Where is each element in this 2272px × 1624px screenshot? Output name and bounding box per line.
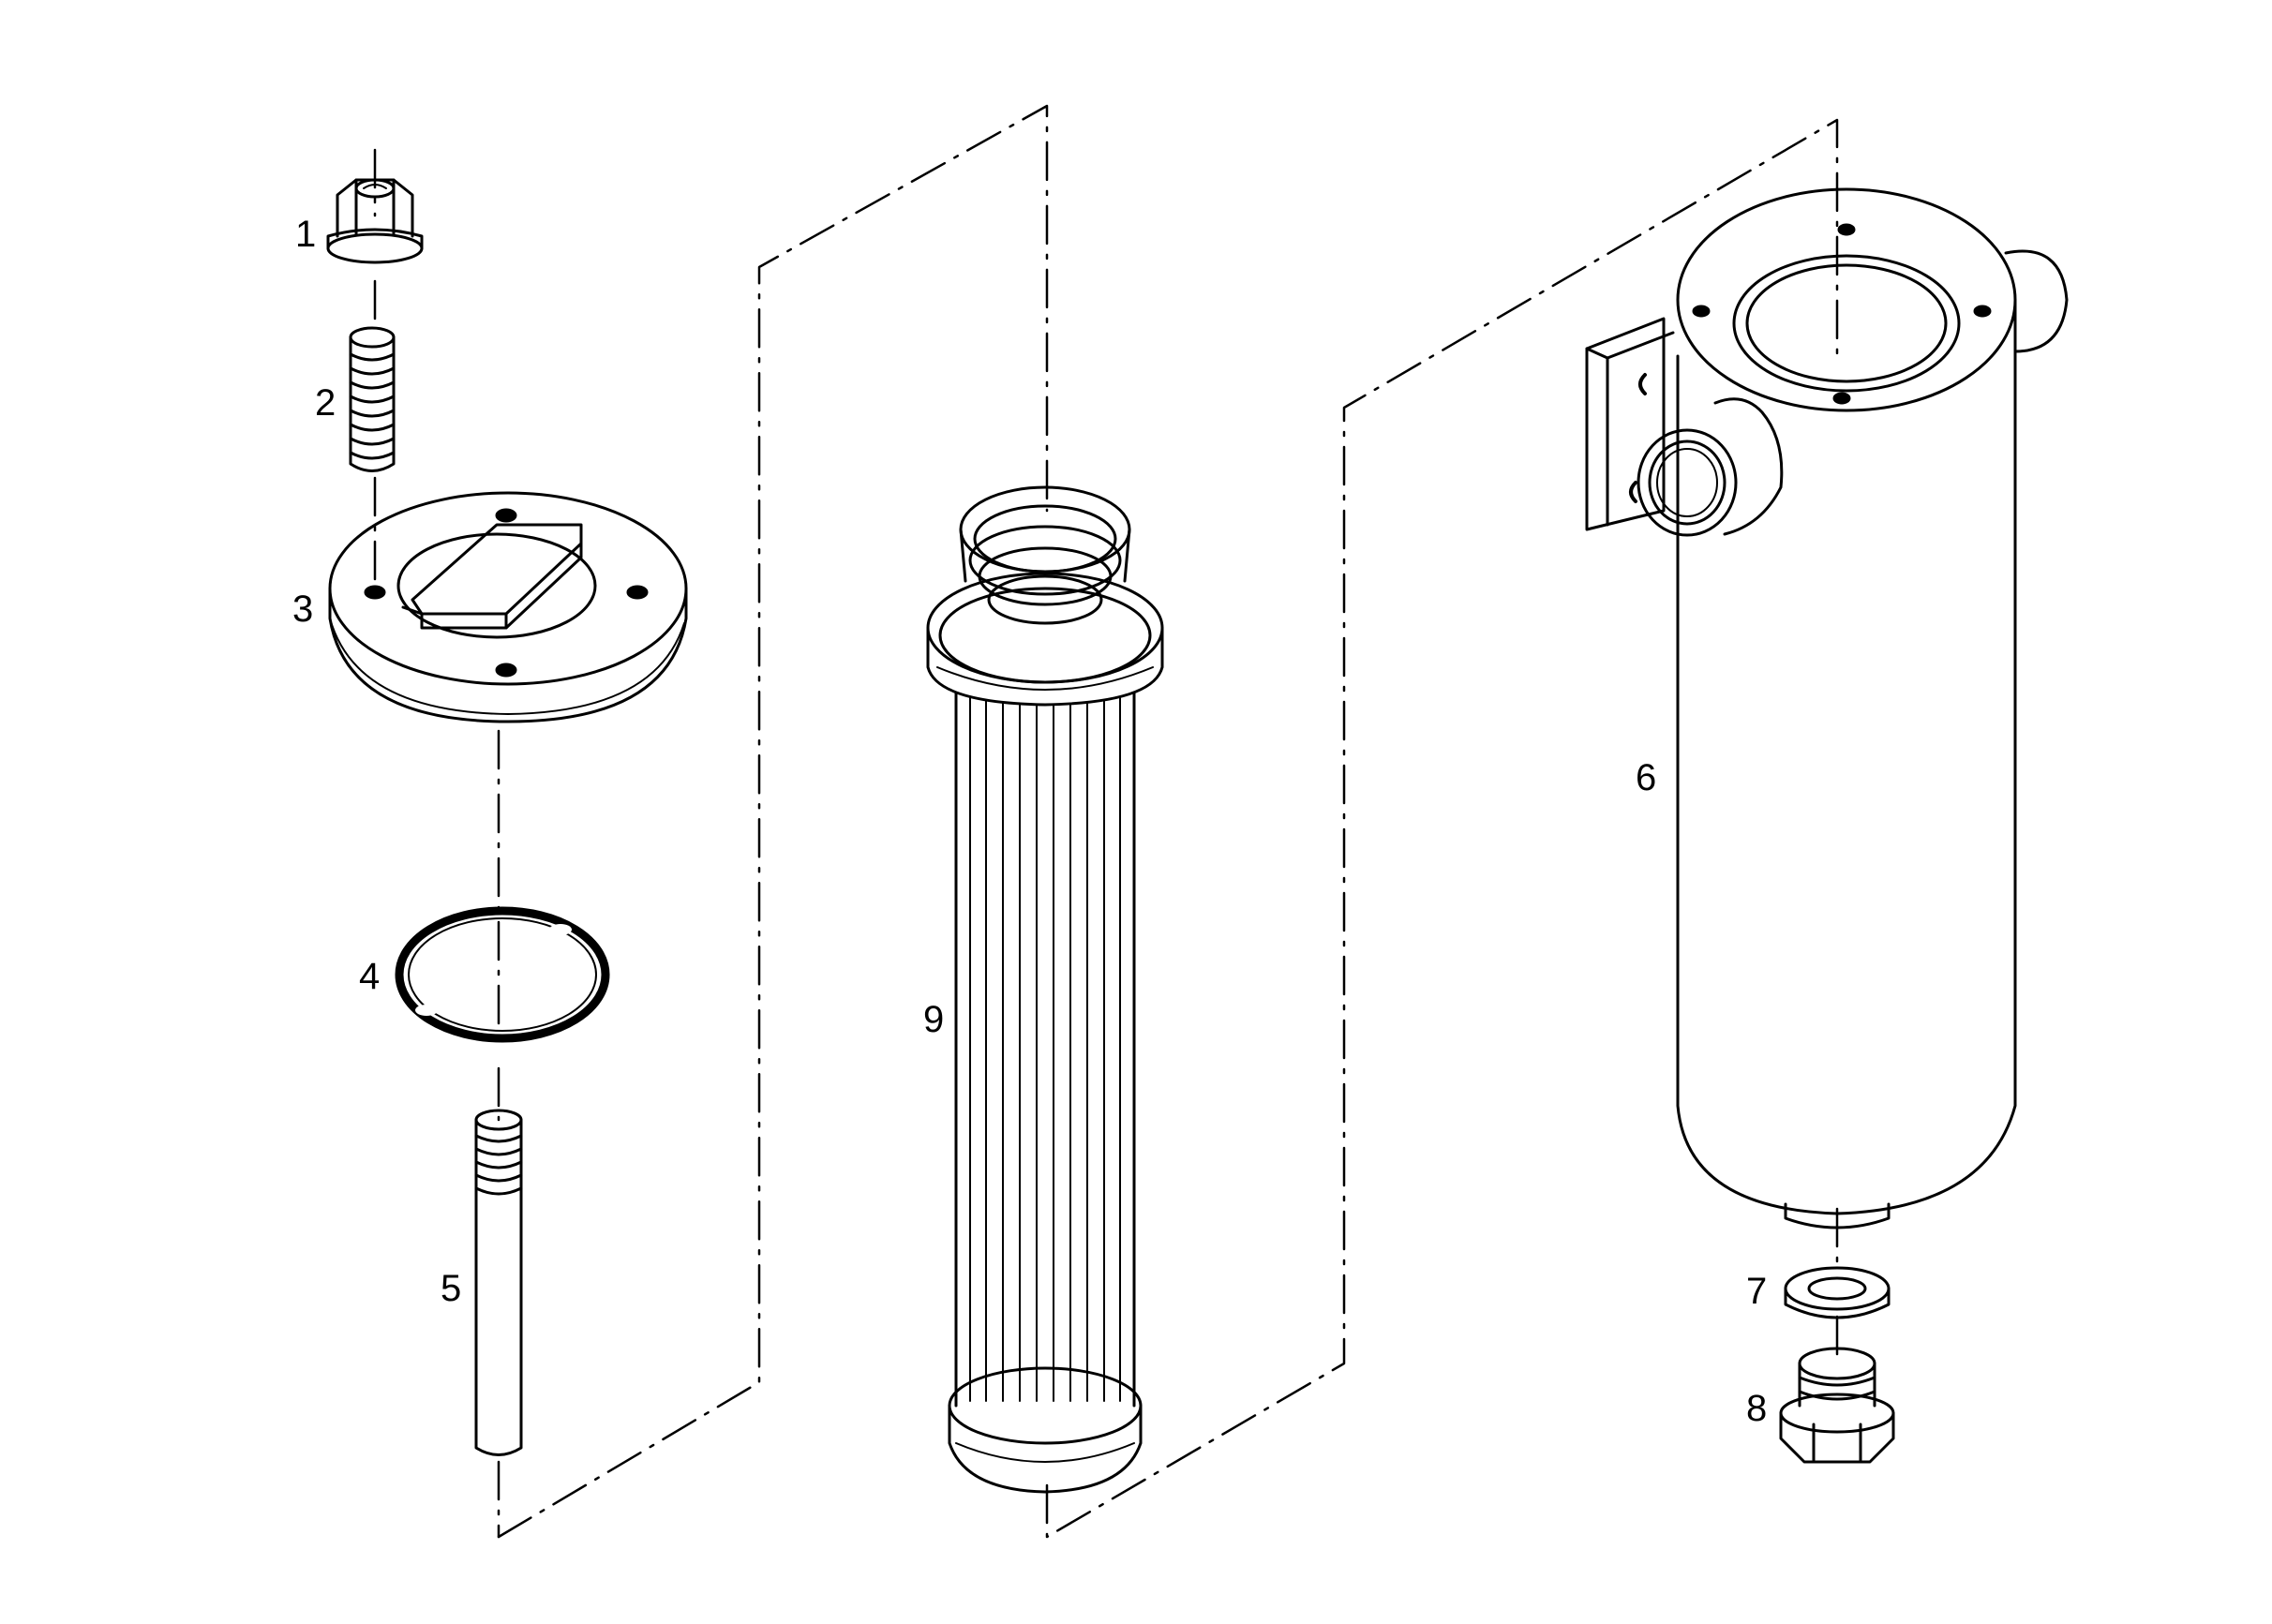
o-ring-part [395,906,610,1043]
drain-plug-part [1779,1347,1895,1464]
callout-9: 9 [923,999,945,1040]
sealing-washer-part [1784,1266,1891,1319]
callout-8: 8 [1746,1388,1768,1429]
assembly-centerlines [373,104,1839,1539]
threaded-stud-part [349,326,396,472]
callout-6: 6 [1636,757,1657,798]
flange-nut-part [326,178,424,264]
callout-1: 1 [295,214,317,255]
callout-2: 2 [315,382,336,424]
callout-5: 5 [441,1268,462,1309]
cover-plate-part [328,491,688,723]
filter-housing-part [1585,187,2069,1229]
callout-3: 3 [292,589,314,630]
callout-4: 4 [359,956,381,997]
filter-element-part [926,485,1164,1494]
callout-7: 7 [1746,1271,1768,1312]
center-rod-part [474,1109,523,1456]
